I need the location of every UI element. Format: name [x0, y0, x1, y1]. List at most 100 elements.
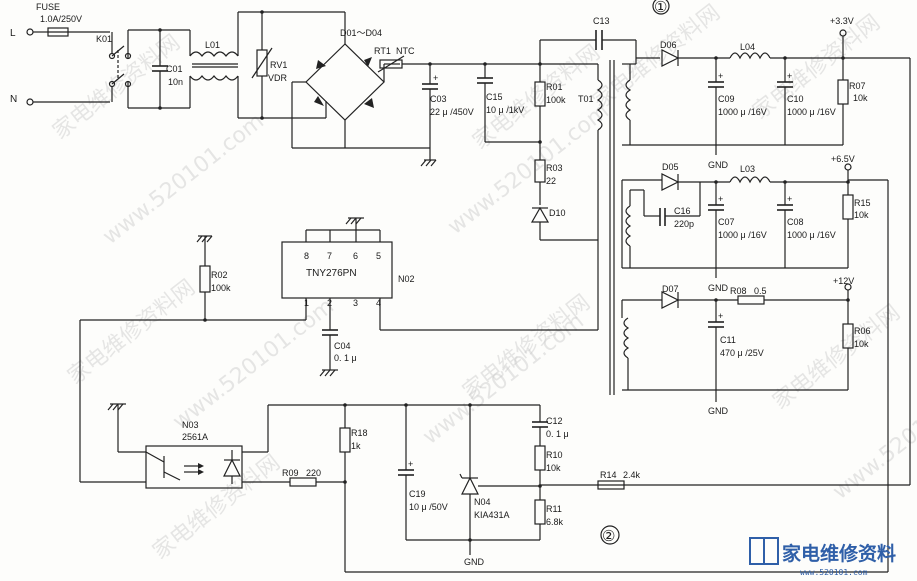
d06-diode: [661, 49, 680, 67]
r07-value: 10k: [853, 93, 868, 103]
r06-value: 10k: [854, 339, 869, 349]
rt1-name: RT1: [374, 46, 391, 56]
gnd-label-12v: GND: [708, 406, 729, 416]
d10-diode: [530, 206, 550, 223]
c09-name: C09: [718, 94, 735, 104]
section-one-label: ①: [654, 0, 667, 16]
r03-name: R03: [546, 163, 563, 173]
c03-capacitor: +: [420, 64, 438, 167]
n02-name: N02: [398, 274, 415, 284]
gnd-label-feedback: GND: [464, 557, 485, 567]
n02-part: TNY276PN: [306, 268, 357, 279]
r01-name: R01: [546, 82, 563, 92]
c11-value: 470 μ /25V: [720, 348, 764, 358]
site-logo: 家电维修资料 www.520101.com: [749, 537, 896, 577]
rail-65v-label: +6.5V: [831, 154, 855, 164]
r06-name: R06: [854, 326, 871, 336]
n02-pin-8: 8: [304, 251, 309, 261]
c03-value: 22 μ /450V: [430, 107, 474, 117]
rv1-name: RV1: [270, 60, 287, 70]
line-terminal: [26, 28, 34, 36]
line-label: L: [10, 28, 16, 39]
r07-name: R07: [849, 81, 866, 91]
r14-resistor: [597, 480, 625, 490]
section-one-marker: [652, 0, 670, 15]
r09-name: R09: [282, 468, 299, 478]
d10-label: D10: [549, 208, 566, 218]
c08-name: C08: [787, 217, 804, 227]
r14-value: 2.4k: [623, 470, 641, 480]
r11-name: R11: [546, 504, 562, 514]
d05-label: D05: [662, 162, 679, 172]
rail-12v-label: +12V: [833, 276, 854, 286]
rv1-value: VDR: [268, 73, 288, 83]
rt1-value: NTC: [396, 46, 415, 56]
d05-diode: [661, 173, 680, 191]
n03-optocoupler: [79, 320, 243, 489]
c16-name: C16: [674, 206, 691, 216]
n02-package: [281, 241, 393, 299]
n03-name: N03: [182, 420, 199, 430]
c12-name: C12: [546, 416, 563, 426]
watermark-text: 家电维修资料网: [63, 275, 200, 390]
neutral-terminal: [26, 98, 34, 106]
n03-part: 2561A: [182, 432, 208, 442]
r15-name: R15: [854, 198, 871, 208]
watermark-text: www.520101.com: [168, 294, 339, 435]
r10-name: R10: [546, 450, 563, 460]
n02-controller: TNY276PN N02 8 7 6 5 1 2 3 4: [80, 217, 599, 377]
k01-label: K01: [96, 34, 112, 44]
output-12v: +: [621, 283, 854, 402]
r02-resistor: [196, 235, 213, 322]
c04-name: C04: [334, 341, 351, 351]
r02-name: R02: [211, 270, 228, 280]
c10-value: 1000 μ /16V: [787, 107, 836, 117]
r02-value: 100k: [211, 283, 231, 293]
r10-resistor: [534, 445, 546, 471]
c15-value: 10 μ /1kV: [486, 105, 524, 115]
l04-inductor: [729, 52, 771, 60]
r09-resistor: [289, 477, 317, 487]
l01-label: L01: [205, 40, 220, 50]
l03-label: L03: [740, 164, 755, 174]
n04-part: KIA431A: [474, 510, 510, 520]
n02-pin-3: 3: [353, 298, 358, 308]
c15-r01-snubber: [477, 64, 598, 241]
l01-choke: [189, 30, 239, 108]
d06-label: D06: [660, 40, 677, 50]
d07-label: D07: [662, 284, 679, 294]
ac-input: L N FUSE 1.0A/250V K01: [10, 2, 326, 120]
logo-text: 家电维修资料: [782, 542, 896, 565]
rv1-varistor: [251, 10, 273, 120]
r18-value: 1k: [351, 441, 361, 451]
watermark-text: 家电维修资料网: [148, 450, 285, 565]
gnd-label-65v: GND: [708, 283, 729, 293]
svg-text:+: +: [408, 459, 413, 469]
c13-capacitor: [539, 30, 637, 64]
l03-inductor: [729, 176, 771, 184]
bridge-label: D01～D04: [340, 28, 382, 38]
c10-name: C10: [787, 94, 804, 104]
c01-name: C01: [166, 64, 183, 74]
n02-pin-5: 5: [376, 251, 381, 261]
section-two-label: ②: [602, 527, 615, 545]
r01-value: 100k: [546, 95, 566, 105]
r08-name: R08: [730, 286, 747, 296]
r14-name: R14: [600, 470, 617, 480]
r08-resistor: [737, 295, 765, 305]
gnd-label-33v: GND: [708, 160, 729, 170]
feedback-network: +: [242, 403, 889, 573]
k01-switch: [108, 30, 132, 108]
r09-value: 220: [306, 468, 321, 478]
svg-text:+: +: [433, 73, 438, 83]
c01-capacitor: [152, 28, 168, 110]
l04-label: L04: [740, 42, 755, 52]
rt1-ntc: [377, 55, 542, 73]
r11-value: 6.8k: [546, 517, 564, 527]
watermark-text: 家电维修资料网: [768, 300, 905, 415]
c04-value: 0. 1 μ: [334, 353, 357, 363]
svg-text:+: +: [787, 71, 792, 81]
bridge-rectifier: D01～D04: [291, 11, 430, 149]
r08-value: 0.5: [754, 286, 767, 296]
